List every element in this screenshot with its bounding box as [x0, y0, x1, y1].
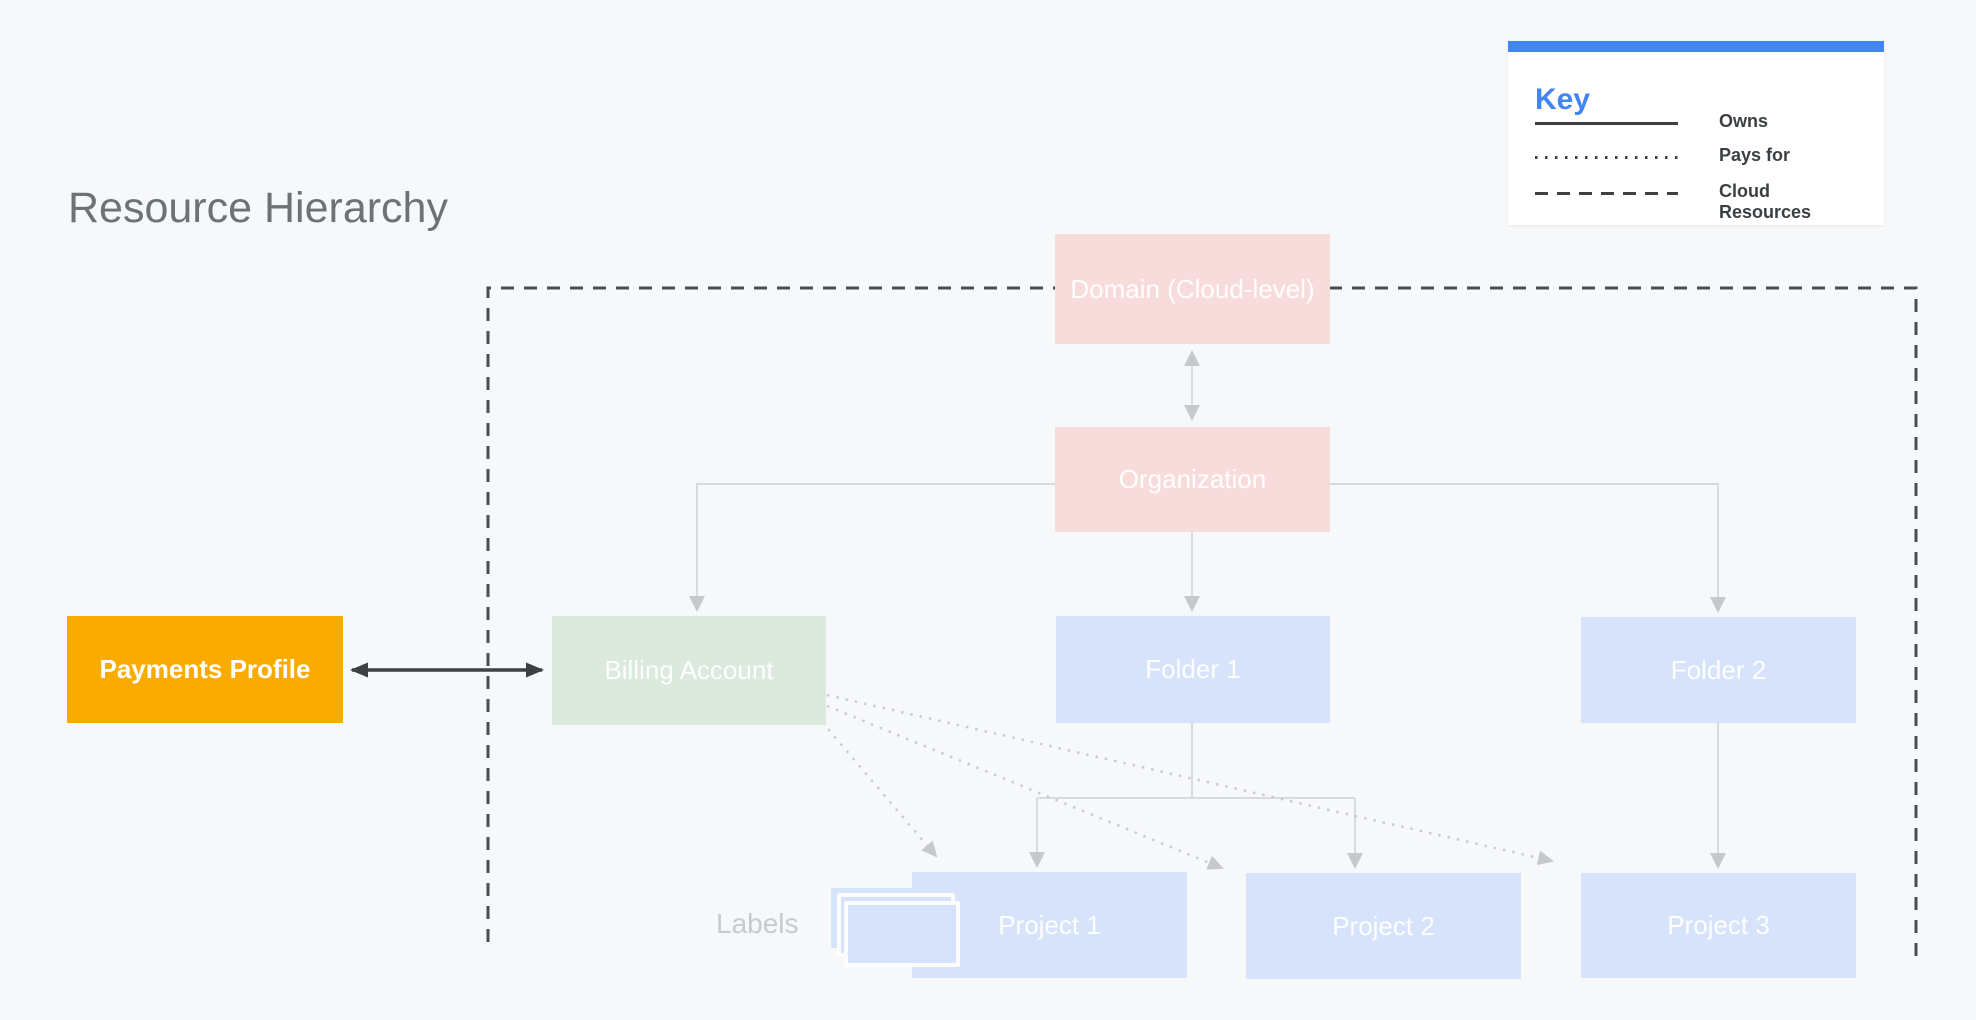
edge-billing-pays-project3 [826, 693, 1554, 866]
legend-label-owns: Owns [1719, 111, 1769, 131]
page-title: Resource Hierarchy [68, 184, 448, 232]
legend-dashed-line-sample [1535, 192, 1678, 195]
legend-label-pays-for: Pays for [1719, 145, 1791, 165]
edge-billing-pays-project2 [826, 704, 1224, 870]
legend-label-cloud-resources: Cloud Resources [1719, 181, 1812, 222]
label-card-front [844, 901, 960, 967]
labels-annotation: Labels [716, 908, 799, 939]
legend-solid-line-sample [1535, 122, 1678, 125]
edge-organization-folder2 [1330, 483, 1726, 613]
node-payments-profile: Payments Profile [67, 616, 343, 723]
node-domain: Domain (Cloud-level) [1055, 234, 1330, 344]
labels-stack-icon [831, 888, 963, 968]
node-project-2: Project 2 [1246, 873, 1521, 979]
legend-dotted-line-sample [1535, 156, 1678, 159]
edge-organization-billing [689, 483, 1055, 612]
legend-accent-bar [1508, 41, 1884, 52]
node-folder-1: Folder 1 [1056, 616, 1330, 723]
edge-folder1-branch [1037, 723, 1355, 799]
node-billing-account: Billing Account [552, 616, 826, 725]
edge-billing-pays-project1 [821, 721, 938, 858]
legend: Key Owns Pays for Cloud Resources [1508, 41, 1884, 225]
node-organization: Organization [1055, 427, 1330, 532]
node-project-3: Project 3 [1581, 873, 1856, 978]
legend-title: Key [1535, 83, 1591, 116]
node-folder-2: Folder 2 [1581, 617, 1856, 723]
